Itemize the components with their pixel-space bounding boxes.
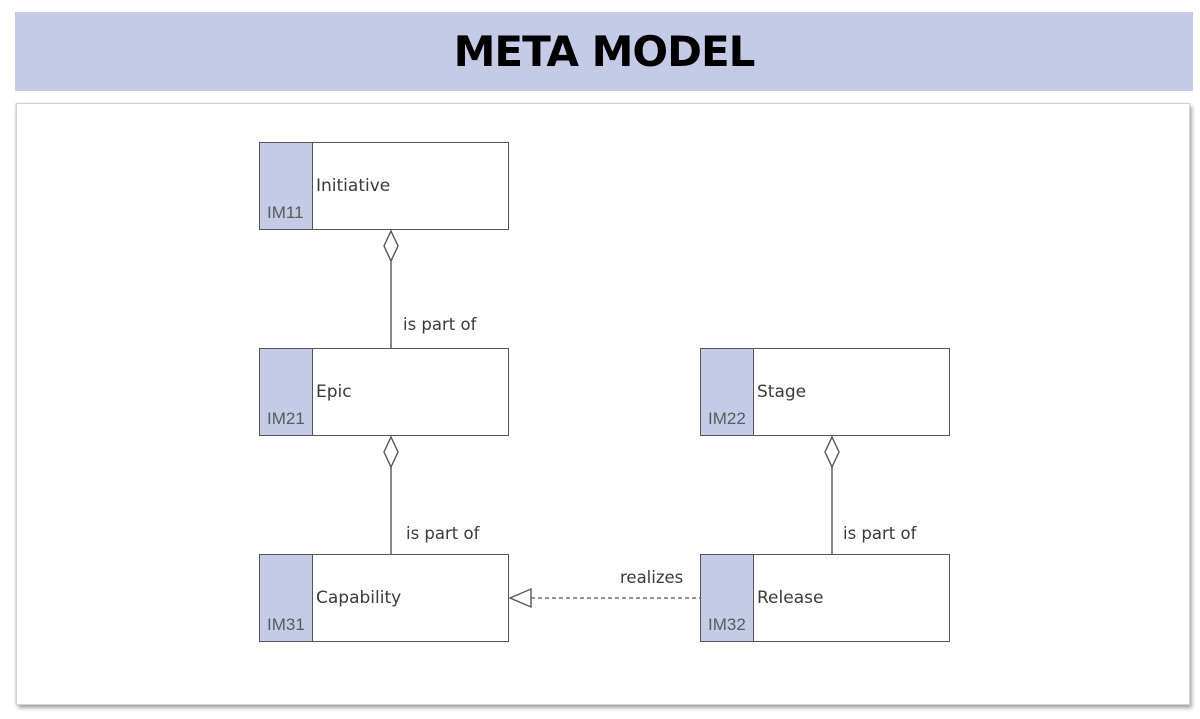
entity-code-band: IM21	[260, 349, 313, 435]
entity-code-band: IM31	[260, 555, 313, 641]
entity-stage[interactable]: IM22 Stage	[700, 348, 950, 436]
edge-label-epic-initiative: is part of	[403, 315, 477, 334]
entity-initiative[interactable]: IM11 Initiative	[259, 142, 509, 230]
entity-code: IM31	[267, 615, 305, 634]
entity-name: Capability	[316, 588, 402, 608]
title-banner: META MODEL	[15, 12, 1193, 91]
entity-epic[interactable]: IM21 Epic	[259, 348, 509, 436]
entity-release[interactable]: IM32 Release	[700, 554, 950, 642]
entity-capability[interactable]: IM31 Capability	[259, 554, 509, 642]
entity-code: IM11	[267, 203, 304, 222]
entity-name: Initiative	[316, 176, 391, 196]
entity-code-band: IM22	[701, 349, 754, 435]
entity-name: Release	[757, 588, 824, 608]
entity-name: Stage	[757, 382, 807, 402]
edge-label-capability-epic: is part of	[406, 524, 480, 543]
page-title: META MODEL	[453, 27, 756, 76]
entity-code: IM21	[267, 409, 305, 428]
edge-label-release-stage: is part of	[843, 524, 917, 543]
diagram-canvas	[16, 103, 1190, 705]
entity-code: IM32	[708, 615, 746, 634]
entity-code-band: IM11	[260, 143, 313, 229]
entity-name: Epic	[316, 382, 352, 402]
entity-code: IM22	[708, 409, 746, 428]
edge-label-release-capability: realizes	[620, 568, 684, 587]
entity-code-band: IM32	[701, 555, 754, 641]
